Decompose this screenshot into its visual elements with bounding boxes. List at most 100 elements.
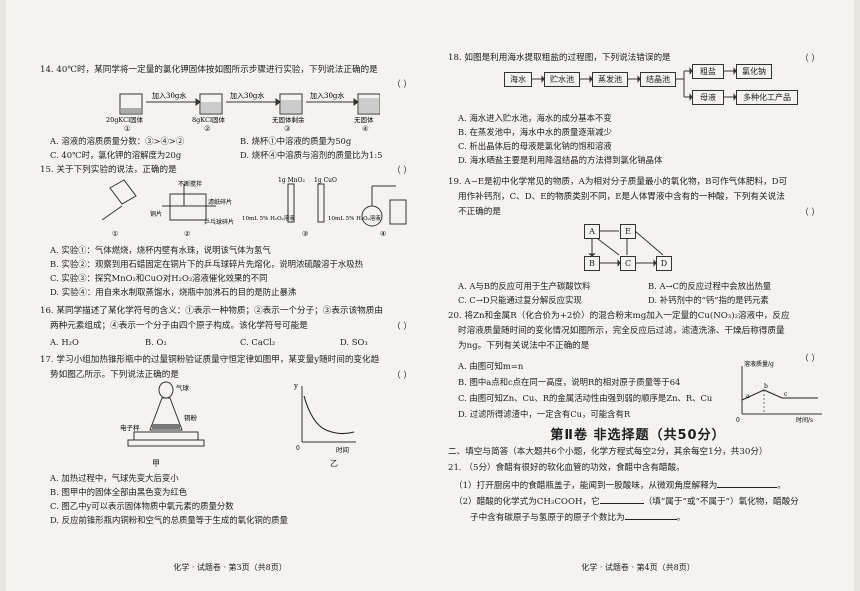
q14-solution-3 [281, 100, 301, 113]
q20-point-a: a [746, 393, 750, 400]
q15-answer-paren: （ ） [392, 166, 412, 176]
q21-sub-1: （1）打开厨房中的食醋瓶盖子，能闻到一股酸味，从微观角度解释为 。 [454, 478, 828, 493]
q19-stem-2: 用作补钙剂，C、D、E的物质类别不同，E是人体胃液中含有的一种酸，下列有关说法 [458, 192, 785, 202]
q14-option-d[interactable]: D. 烧杯④中溶质与溶剂的质量比为1:5 [240, 150, 383, 160]
q20-curve [741, 389, 818, 401]
q14-caption-4: 无固体 [354, 115, 374, 124]
q17-stem-1: 17. 学习小组加热锥形瓶中的过量铜粉验证质量守恒定律如图甲，某变量y随时间的变… [40, 355, 380, 365]
q20-option-d[interactable]: D. 过滤所得滤渣中，一定含有Cu，可能含有R [458, 409, 631, 419]
q15-option-d[interactable]: D. 实验④：用自来水制取蒸馏水，烧瓶中加沸石的目的是防止暴沸 [50, 287, 297, 297]
q14-figure: 加入30g水 加入30g水 加入30g水 20gKCl固体 8gKCl固体 无固… [106, 91, 380, 124]
q16-option-b[interactable]: B. O₂ [145, 337, 167, 347]
page-4-footer: 化学 · 试题卷 · 第4页（共8页） [581, 563, 695, 572]
q20-option-b[interactable]: B. 图中a点和c点在同一高度，说明R的相对原子质量等于64 [458, 377, 681, 387]
q20-answer-paren: （ ） [800, 354, 820, 364]
scan-edge-right [854, 0, 860, 591]
section-2-title: 第Ⅱ卷 非选择题（共50分） [550, 428, 726, 443]
q14-solid-1 [121, 108, 141, 113]
q18-stem: 18. 如图是利用海水提取粗盐的过程图，下列说法错误的是 [448, 53, 671, 63]
q21-blank-3[interactable] [624, 510, 677, 520]
q21-sub-1-text: （1）打开厨房中的食醋瓶盖子，能闻到一股酸味，从微观角度解释为 [454, 481, 718, 491]
q14-solution-4 [359, 98, 379, 113]
q17-option-a[interactable]: A. 加热过程中，气球先变大后变小 [50, 473, 179, 483]
q19-option-a[interactable]: A. A与B的反应可用于生产碳酸饮料 [458, 281, 591, 291]
q15-option-a[interactable]: A. 实验①：气体燃烧，烧杯内壁有水珠，说明该气体为氢气 [50, 245, 271, 255]
q14-answer-paren: （ ） [392, 80, 412, 90]
q15-num-3: ③ [302, 230, 308, 238]
q19-option-b[interactable]: B. A→C的反应过程中会放出热量 [648, 281, 772, 291]
q15-label-filter-paper: 滤纸碎片 [208, 198, 232, 206]
q21-sub-3-text: 子中含有碳原子与氢原子的原子个数比为 [470, 513, 625, 523]
q16-option-d[interactable]: D. SO₃ [340, 337, 368, 347]
q20-stem-1: 20. 将Zn和金属R（化合价为+2价）的混合粉末mg加入一定量的Cu(NO₃)… [448, 311, 790, 321]
q20-point-c: c [784, 391, 788, 398]
q18-flow-arrows [531, 67, 737, 101]
q17-x-axis: 时间 [336, 445, 349, 454]
q16-option-a[interactable]: A. H₂O [50, 337, 79, 347]
q17-figure: 气球 铜粉 电子秤 y 0 时间 [120, 381, 356, 454]
q14-add-2: 加入30g水 [230, 91, 264, 100]
q15-option-c[interactable]: C. 实验③：探究MnO₂和CuO对H₂O₂溶液催化效果的不同 [50, 273, 268, 283]
q17-label-copper: 铜粉 [184, 413, 198, 422]
q17-origin: 0 [296, 445, 300, 452]
q14-num-1: ① [124, 124, 131, 133]
q14-option-c[interactable]: C. 40℃时，氯化钾的溶解度为20g [50, 150, 182, 160]
q15-num-4: ④ [380, 230, 386, 238]
q17-caption-yi: 乙 [330, 459, 338, 468]
q15-label-pingpong: 乒乓球碎片 [204, 218, 234, 226]
q16-option-c[interactable]: C. CaCl₂ [240, 337, 276, 347]
q18-option-b[interactable]: B. 在蒸发池中，海水中水的质量逐渐减少 [458, 127, 612, 137]
q15-label-stir: 不断搅拌 [178, 180, 202, 188]
q18-answer-paren: （ ） [800, 54, 820, 64]
page-4: 18. 如图是利用海水提取粗盐的过程图，下列说法错误的是 （ ） 海水 贮水池 … [448, 0, 828, 591]
q20-xlabel: 时间/s [796, 416, 813, 424]
q18-option-d[interactable]: D. 海水晒盐主要是利用降温结晶的方法得到氯化钠晶体 [458, 155, 663, 165]
q21-sub-1-end: 。 [777, 481, 786, 491]
q17-option-d[interactable]: D. 反应前锥形瓶内铜粉和空气的总质量等于生成的氧化铜的质量 [50, 515, 288, 525]
q14-option-b[interactable]: B. 烧杯①中溶液的质量为50g [240, 136, 352, 146]
q17-curve [303, 395, 355, 435]
q17-caption-jia: 甲 [152, 459, 160, 468]
q21-sub-2-text-b: （填“属于”或“不属于”）氧化物，醋酸分 [643, 497, 799, 507]
q14-caption-3: 无固体剩余 [272, 115, 305, 124]
q19-option-d[interactable]: D. 补钙剂中的“钙”指的是钙元素 [648, 295, 769, 305]
q19-option-c[interactable]: C. C→D只能通过复分解反应实现 [458, 295, 582, 305]
q15-option-b[interactable]: B. 实验②：观察到用石蜡固定在铜片下的乒乓球碎片先熔化，说明浓硫酸溶于水吸热 [50, 259, 363, 269]
q20-stem-3: 为ng。下列有关说法中不正确的是 [458, 341, 590, 351]
q18-box-nacl: 氯化钠 [736, 64, 772, 79]
q15-label-mno2: 1g MnO₂ [278, 177, 305, 184]
q17-label-balloon: 气球 [176, 383, 190, 392]
q19-node-a: A [584, 224, 600, 239]
q21-stem: 21. （5分）食醋有很好的软化血管的功效，食醋中含有醋酸。 [448, 463, 685, 473]
q19-stem-1: 19. A~E是初中化学常见的物质，A为相对分子质量最小的氧化物，B可作气体肥料… [448, 177, 788, 187]
q17-option-b[interactable]: B. 图甲中的固体全部由黑色变为红色 [50, 487, 188, 497]
q15-label-copper: 铜片 [150, 210, 162, 218]
q15-stem: 15. 关于下列实验的说法，正确的是 [40, 165, 177, 175]
q20-point-b: b [764, 383, 768, 390]
q15-num-1: ① [112, 230, 118, 238]
q17-option-c[interactable]: C. 图乙中y可以表示固体物质中氧元素的质量分数 [50, 501, 234, 511]
q18-option-a[interactable]: A. 海水进入贮水池，海水的成分基本不变 [458, 113, 612, 123]
q19-stem-3: 不正确的是 [458, 207, 501, 217]
q14-solution-2 [201, 102, 221, 113]
q19-answer-paren: （ ） [800, 208, 820, 218]
q20-option-c[interactable]: C. 由图可知Zn、Cu、R的金属活动性由强到弱的顺序是Zn、R、Cu [458, 393, 713, 403]
q14-option-a[interactable]: A. 溶液的溶质质量分数：③>④>② [50, 136, 185, 146]
q17-copper-powder [152, 424, 180, 429]
q21-blank-2[interactable] [599, 494, 644, 504]
q15-label-h2o2-1: 10mL 5% H₂O₂溶液 [242, 214, 295, 222]
q20-option-a[interactable]: A. 由图可知m=n [458, 361, 524, 371]
page-3: 14. 40℃时，某同学将一定量的氯化钾固体按如图所示步骤进行实验，下列说法正确… [40, 0, 420, 591]
q14-add-1: 加入30g水 [152, 91, 186, 100]
part-2-heading: 二、填空与简答（本大题共6个小题，化学方程式每空2分，其余每空1分，共30分） [448, 447, 768, 457]
q18-option-c[interactable]: C. 析出晶体后的母液是氯化钠的饱和溶液 [458, 141, 612, 151]
q20-graph: 溶液质量/g a b c 0 时间/s [736, 360, 822, 424]
q15-label-h2o2-2: 10mL 5% H₂O₂溶液 [328, 214, 381, 222]
scan-edge-left [0, 0, 6, 591]
q21-blank-1[interactable] [717, 478, 778, 488]
q21-sub-2: （2）醋酸的化学式为CH₃COOH，它（填“属于”或“不属于”）氧化物，醋酸分 [454, 494, 828, 509]
q16-stem-2: 两种元素组成；④表示一个分子由四个原子构成。该化学符号可能是 [50, 321, 308, 331]
q21-sub-3: 子中含有碳原子与氢原子的原子个数比为。 [470, 510, 828, 525]
q14-caption-2: 8gKCl固体 [192, 115, 226, 124]
